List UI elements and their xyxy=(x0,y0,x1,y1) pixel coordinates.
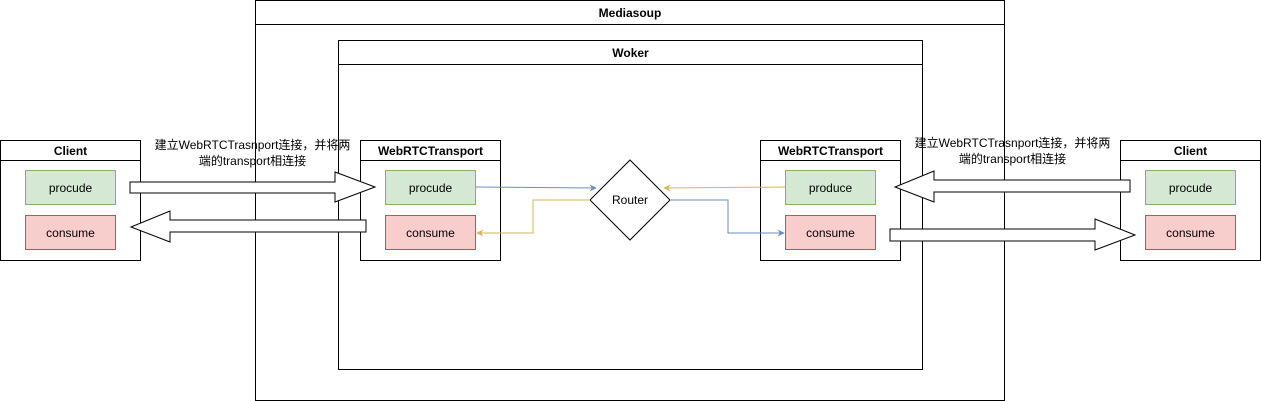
transport-right-produce[interactable]: produce xyxy=(785,170,876,205)
arrow-right-client-to-transport xyxy=(893,170,1131,203)
transport-right-title: WebRTCTransport xyxy=(761,141,900,161)
client-left-produce[interactable]: procude xyxy=(25,170,116,205)
link-left-produce-to-router xyxy=(475,184,597,192)
transport-left-produce[interactable]: procude xyxy=(385,170,476,205)
note-left-line2: 端的transport相连接 xyxy=(198,154,307,168)
transport-left-title: WebRTCTransport xyxy=(361,141,500,161)
link-right-produce-to-router xyxy=(663,184,786,192)
arrow-right-transport-to-client xyxy=(889,218,1137,251)
note-right-line2: 端的transport相连接 xyxy=(958,152,1067,166)
transport-right-consume[interactable]: consume xyxy=(785,215,876,250)
worker-title: Woker xyxy=(339,41,922,65)
client-right-produce[interactable]: procude xyxy=(1145,170,1236,205)
link-router-to-left-consume xyxy=(476,199,590,237)
client-right-consume[interactable]: consume xyxy=(1145,215,1236,250)
link-router-to-right-consume xyxy=(670,199,785,237)
note-right-line1: 建立WebRTCTrasnport连接，并将两 xyxy=(914,136,1111,150)
note-left: 建立WebRTCTrasnport连接，并将两 端的transport相连接 xyxy=(150,137,355,169)
note-right: 建立WebRTCTrasnport连接，并将两 端的transport相连接 xyxy=(910,135,1115,167)
arrow-left-transport-to-client xyxy=(129,210,367,243)
mediasoup-title: Mediasoup xyxy=(256,1,1004,25)
client-right-title: Client xyxy=(1121,141,1260,161)
client-left-title: Client xyxy=(1,141,140,161)
transport-left-consume[interactable]: consume xyxy=(385,215,476,250)
router-node[interactable] xyxy=(589,159,671,241)
note-left-line1: 建立WebRTCTrasnport连接，并将两 xyxy=(154,138,351,152)
client-left-consume[interactable]: consume xyxy=(25,215,116,250)
arrow-left-client-to-transport xyxy=(129,171,377,203)
router-label: Router xyxy=(612,193,649,207)
